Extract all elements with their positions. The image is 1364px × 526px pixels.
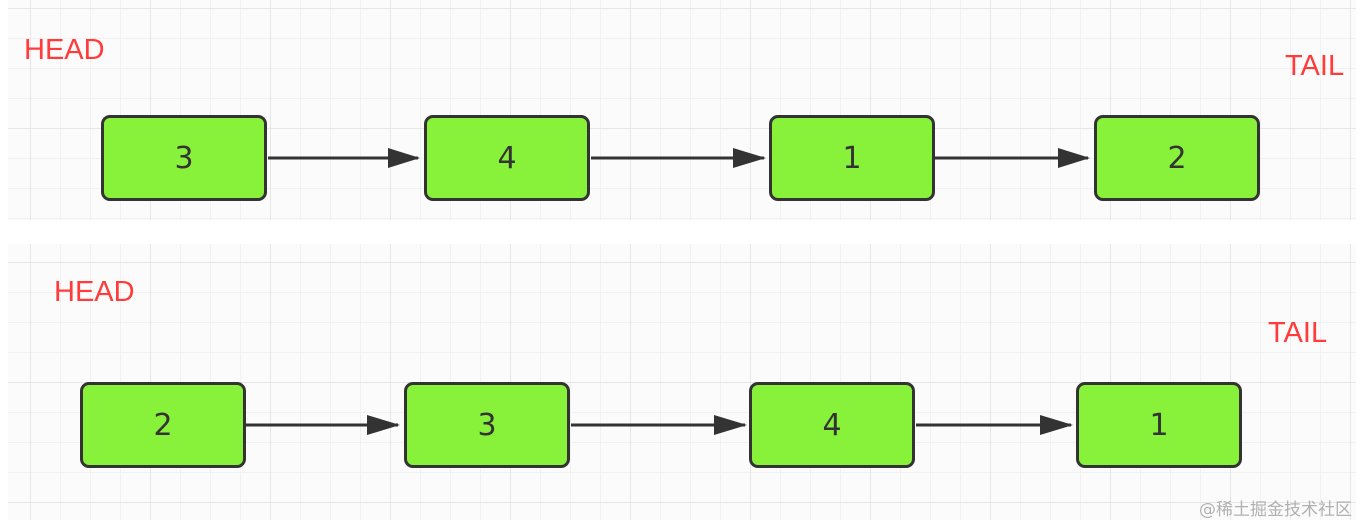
tail-label-bottom: TAIL (1268, 317, 1328, 349)
node-bottom-1: 2 (80, 382, 246, 468)
node-top-3: 1 (769, 115, 935, 201)
node-bottom-3: 4 (749, 382, 915, 468)
node-top-1: 3 (101, 115, 267, 201)
tail-label-top: TAIL (1285, 50, 1345, 82)
node-bottom-2: 3 (404, 382, 570, 468)
node-top-2: 4 (424, 115, 590, 201)
node-top-4: 2 (1094, 115, 1260, 201)
head-label-bottom: HEAD (54, 276, 135, 308)
node-bottom-4: 1 (1076, 382, 1242, 468)
watermark: @稀土掘金技术社区 (1199, 500, 1352, 520)
head-label-top: HEAD (24, 34, 105, 66)
